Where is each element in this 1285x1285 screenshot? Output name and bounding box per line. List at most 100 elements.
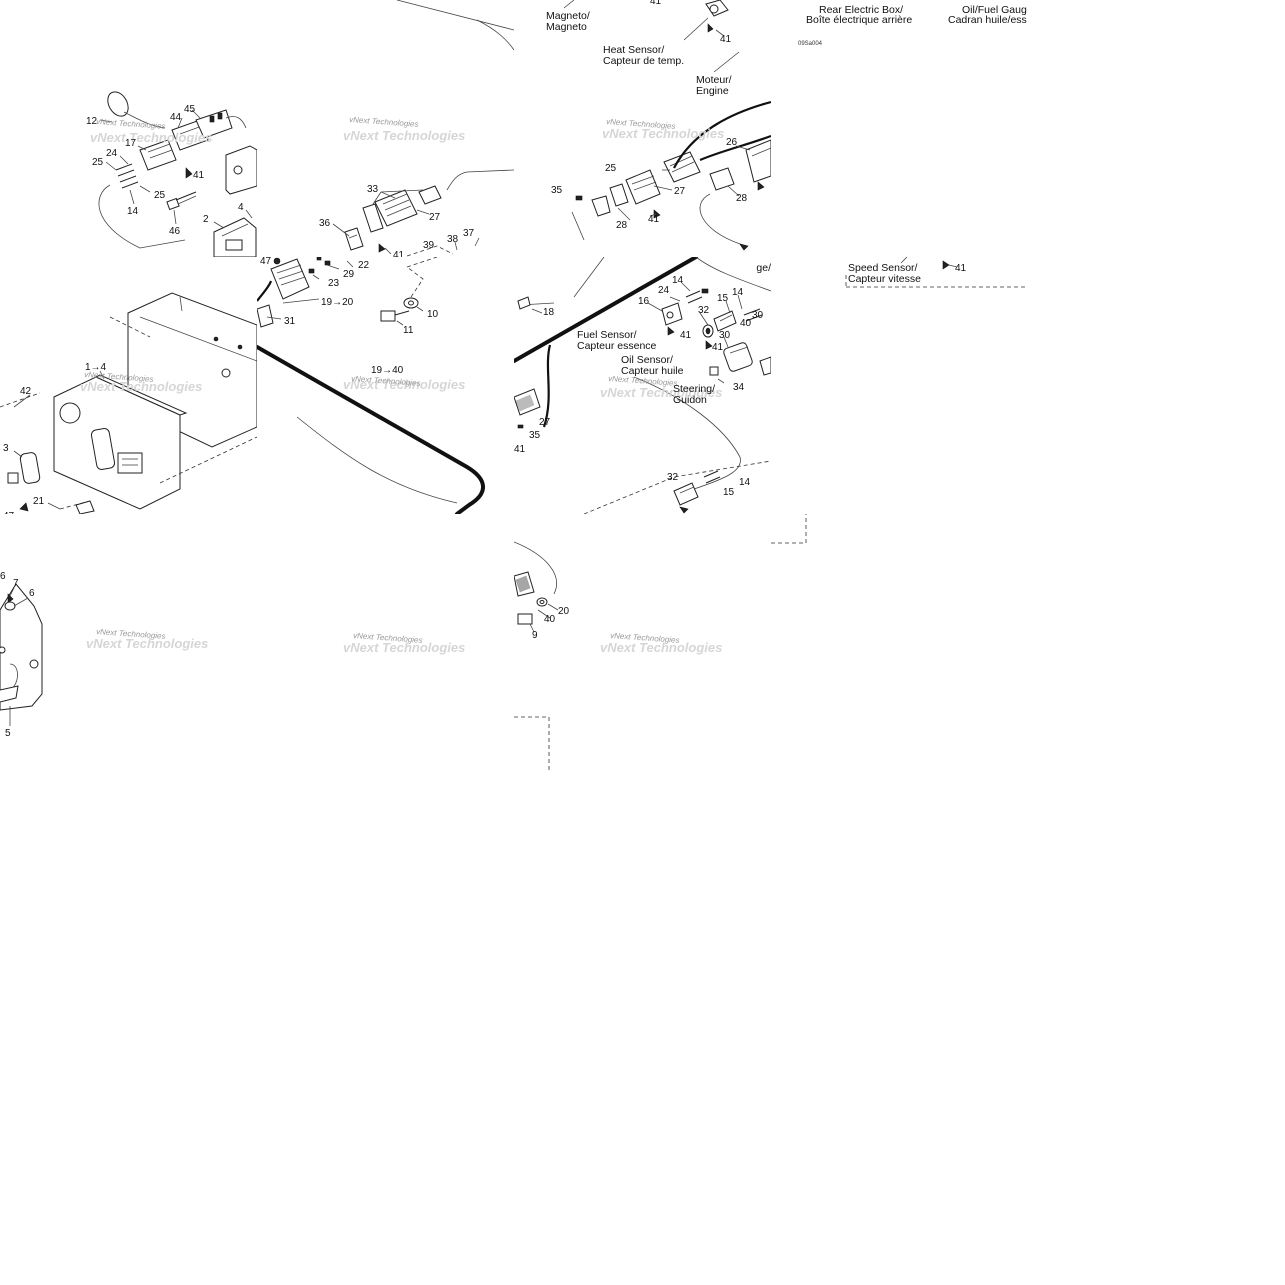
callout-41: 41 [955,263,967,274]
guide-line [406,257,438,268]
gauge-housing [53,374,188,510]
callout-25-right: 25 [154,190,166,201]
connector-26 [745,139,771,183]
caption-rear-electric-box: Rear Electric Box/ [819,4,903,16]
wire [98,184,186,249]
seal-41 [653,209,661,219]
callout-10: 10 [427,309,439,320]
harness [673,100,771,169]
callout-17: 17 [125,138,137,149]
connector [759,356,771,376]
connector-36 [344,227,364,251]
guide-line [583,460,771,514]
tile-frame-corner [771,514,811,546]
callout-29: 29 [343,269,355,280]
cable-loop [107,91,129,117]
callout-25: 25 [605,163,617,174]
leader [537,609,551,619]
watermark-shadow: vNext Technologies [80,379,202,394]
callout-41-left: 41 [514,444,526,455]
diagram-svg-t7: Speed Sensor/ Capteur vitesse 41 [845,257,1028,288]
bolt-11 [380,310,410,322]
harness [257,280,273,302]
callout-32-lower: 32 [667,472,679,483]
connector-27 [514,388,541,416]
callout-6-right: 6 [29,588,35,599]
connector-box [225,145,257,195]
watermark-shadow: vNext Technologies [86,636,208,651]
seal-28 [709,167,735,191]
diagram-svg-t2: vNext Technologies vNext Technologies 33… [319,0,514,257]
watermark-shadow: vNext Technologies [343,377,465,392]
connector-15 [713,310,737,332]
caption-steering: Steering/ [673,383,715,395]
watermark-shadow: vNext Technologies [90,130,212,145]
callout-41: 41 [680,330,692,341]
watermark: vNext Technologies [349,115,419,129]
callout-15: 15 [717,293,729,304]
callout-27: 27 [674,186,686,197]
watermark: vNext Technologies [96,117,166,131]
callout-21: 21 [33,496,45,507]
connector-housing-45 [195,109,233,139]
callout-40: 40 [740,318,752,329]
callout-34: 34 [733,382,745,393]
tile-engine-harness: vNext Technologies vNext Technologies Ma… [514,0,771,257]
callout-15-lower: 15 [723,487,735,498]
seal-41 [757,181,765,191]
connector-block-19-20 [270,257,310,300]
callout-16: 16 [638,296,650,307]
callout-22: 22 [358,260,370,271]
caption-speed-sensor-fr: Capteur vitesse [848,273,921,285]
callout-24: 24 [658,285,670,296]
tile-rear-electric-box: Rear Electric Box/ Boîte électrique arri… [771,0,1028,257]
harness [542,344,552,428]
callout-40: 40 [544,614,556,625]
callout-41: 41 [650,0,662,7]
connector-31 [257,304,274,328]
caption-heat-sensor-fr: Capteur de temp. [603,55,684,67]
relay-2 [213,217,257,257]
callout-31: 31 [284,316,296,327]
tile-connectors-upper-middle: vNext Technologies vNext Technologies 33… [257,0,514,257]
caption-oil-sensor-fr: Capteur huile [621,365,684,377]
connector-27 [625,169,661,205]
callout-44: 44 [170,112,182,123]
washer-20 [539,600,545,604]
callout-41: 41 [393,250,405,257]
callout-2: 2 [203,214,209,225]
figure-code: 09Sa004 [798,41,823,47]
watermark-shadow: vNext Technologies [602,126,724,141]
pins-14-lower [703,470,721,484]
watermark-shadow: vNext Technologies [343,128,465,143]
washer-6 [4,601,16,611]
callout-30: 30 [719,330,731,341]
watermark-shadow: vNext Technologies [600,385,722,400]
terminal-21 [75,500,95,514]
callout-35: 35 [529,430,541,441]
callout-41: 41 [193,170,205,181]
callout-28: 28 [736,193,748,204]
diagram-svg-t5: vNext Technologies vNext Technologies 42… [0,292,257,514]
callout-14: 14 [672,275,684,286]
callout-4: 4 [238,202,244,213]
caption-magneto-fr: Magneto [546,21,587,33]
diagram-svg-t1: vNext Technologies vNext Technologies 12… [86,91,257,257]
wire [695,257,771,292]
pin-35 [517,424,524,429]
caption-rear-electric-box-fr: Boîte électrique arrière [806,14,912,26]
callout-37: 37 [463,228,475,239]
caption-magneto: Magneto/ [546,10,590,22]
diagram-svg-t9: vNext Technologies vNext Technologies 20… [514,541,722,771]
callout-35: 35 [551,185,563,196]
main-harness [257,345,485,514]
wire [296,416,458,504]
guide-line [514,716,550,771]
tile-speed-sensor: Speed Sensor/ Capteur vitesse 41 [771,257,1028,297]
wire [225,116,247,129]
bolt-46 [166,191,197,211]
bulb [7,472,19,484]
callout-7: 7 [13,578,19,589]
seal-28 [591,195,611,217]
seal-28 [609,183,629,207]
